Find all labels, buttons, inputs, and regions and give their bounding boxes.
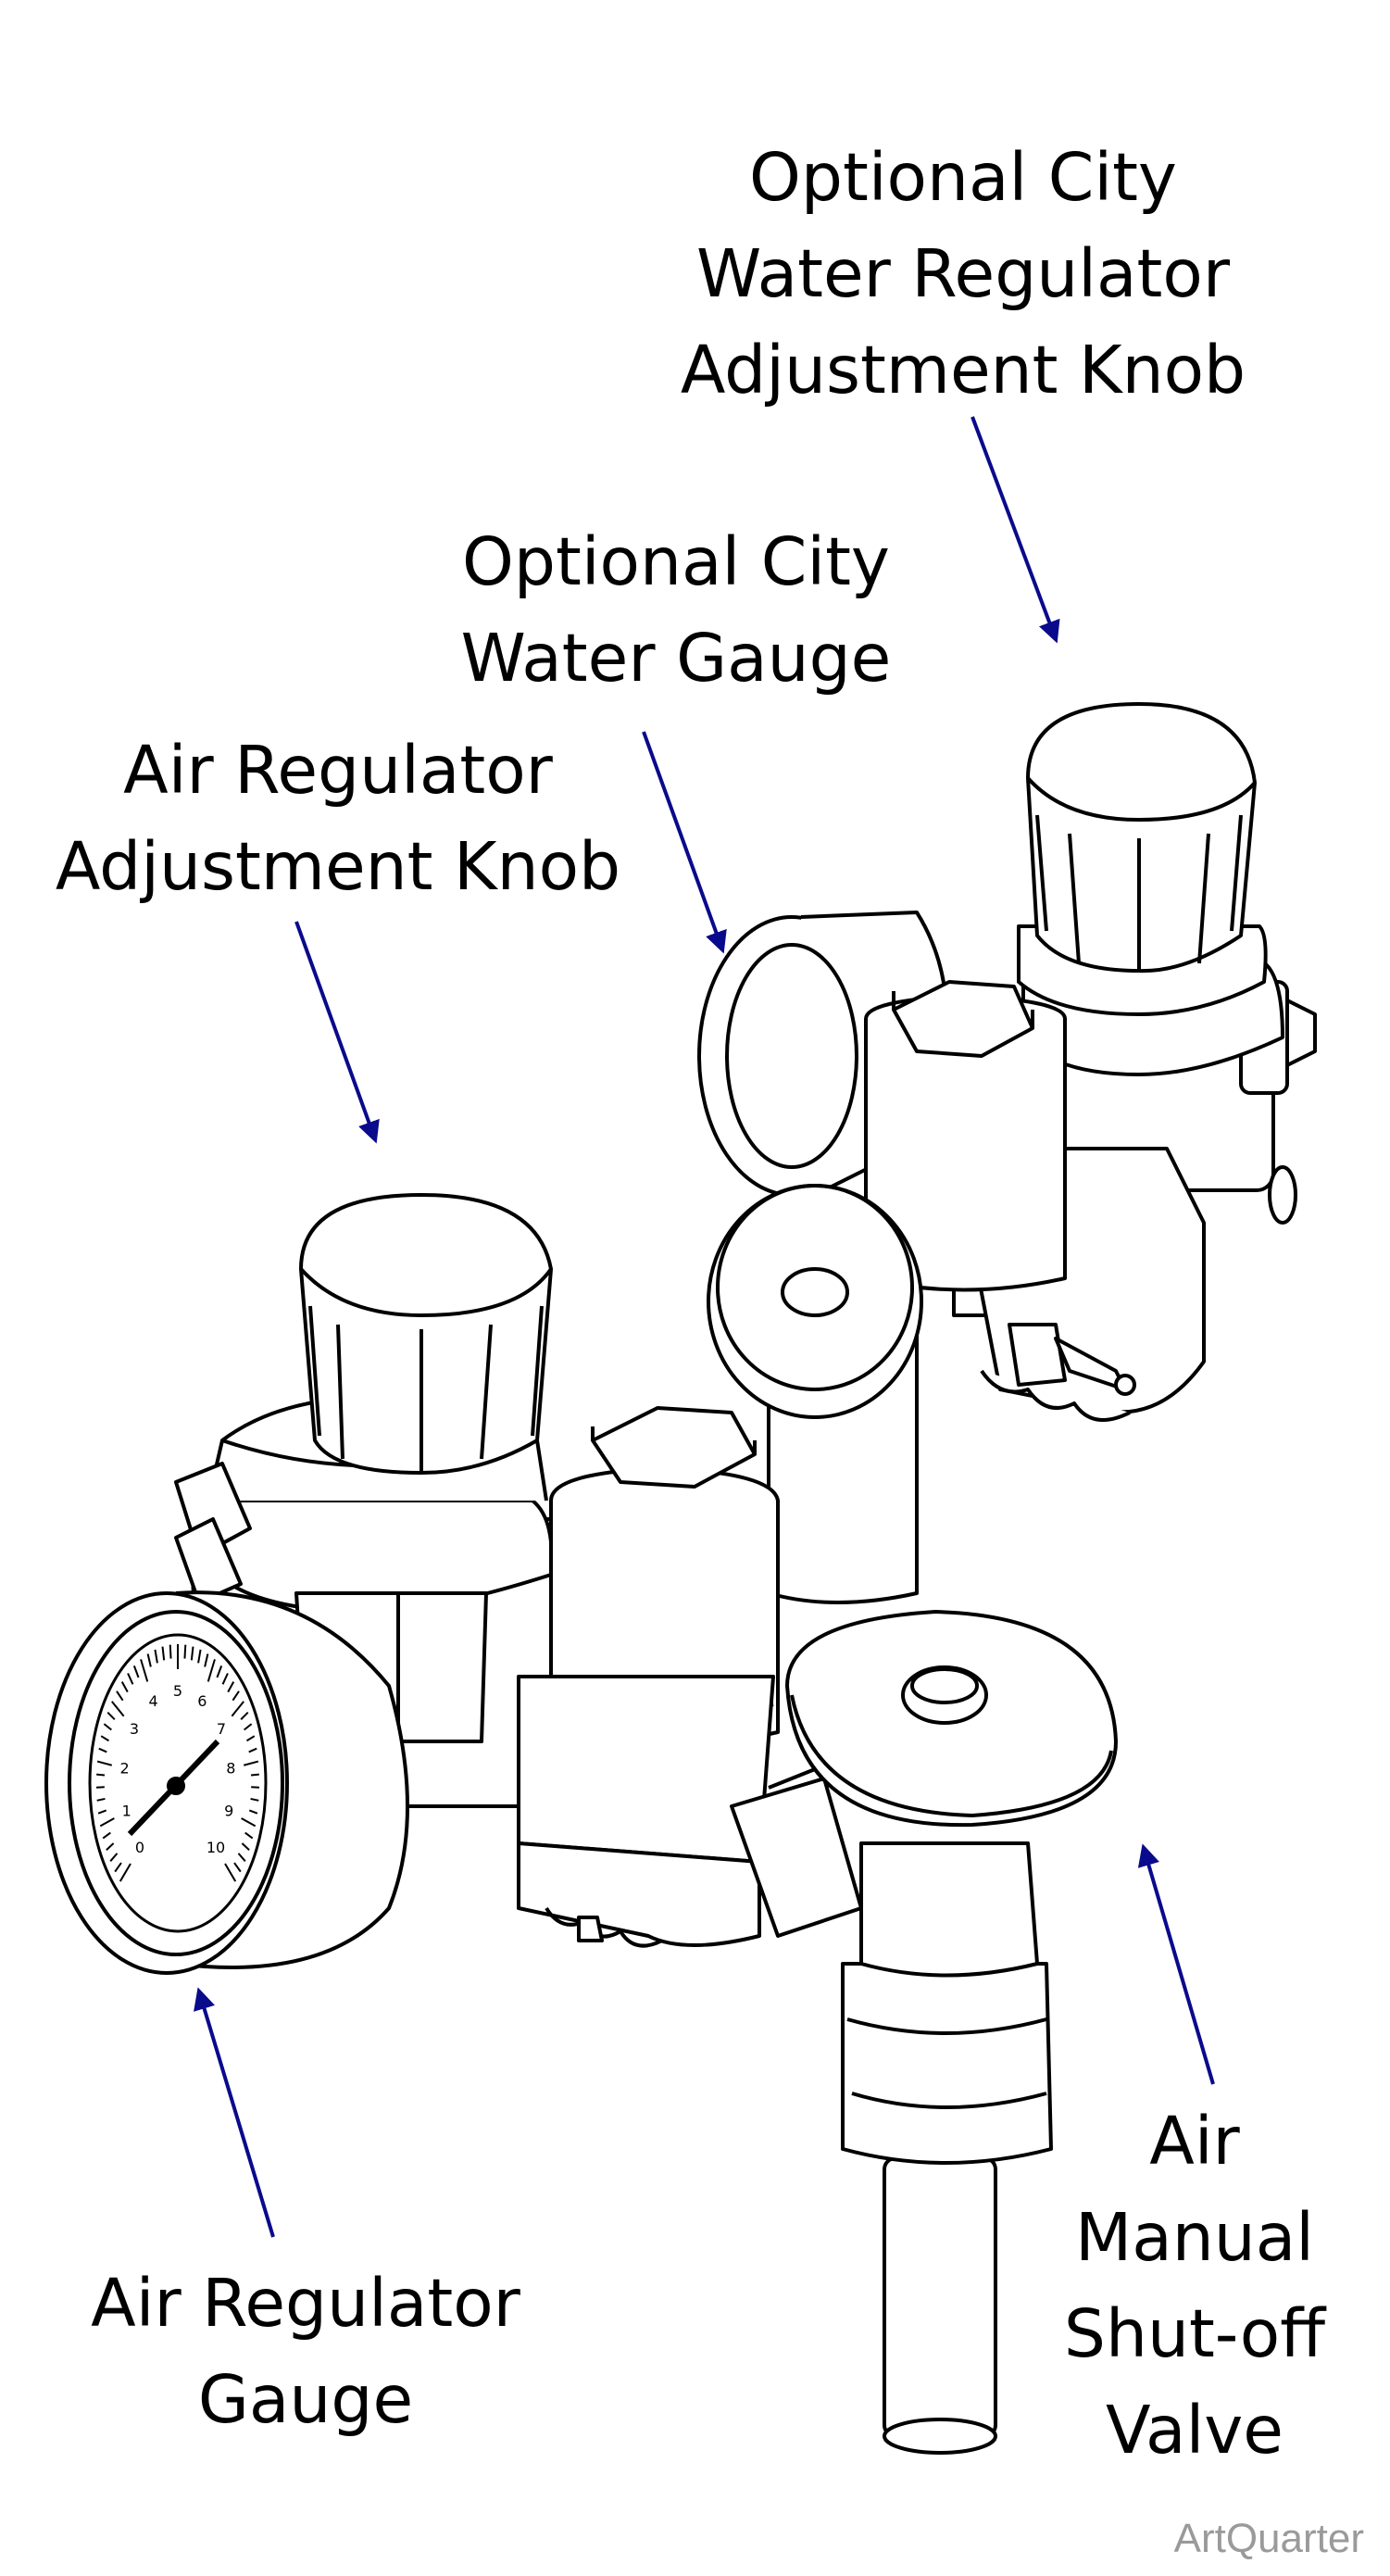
label-line: Air Regulator [19, 723, 657, 819]
gauge-tick-label: 0 [135, 1839, 144, 1856]
label-line: Gauge [37, 2352, 574, 2448]
label-line: Optional City [417, 514, 935, 610]
arrow-city-water-knob [972, 417, 1056, 639]
gauge-tick-label: 10 [207, 1839, 225, 1856]
watermark: ArtQuarter [1174, 2516, 1364, 2562]
label-line: Water Regulator [630, 226, 1296, 322]
arrow-air-regulator-gauge [199, 1992, 273, 2237]
gauge-tick-label: 5 [173, 1682, 182, 1700]
gauge-tick-label: 3 [130, 1720, 139, 1738]
label-line: Valve [1009, 2382, 1380, 2479]
label-air-regulator-gauge: Air Regulator Gauge [37, 2256, 574, 2448]
gauge-tick-label: 9 [224, 1803, 233, 1820]
arrow-air-shutoff-valve [1144, 1848, 1213, 2084]
gauge-tick [251, 1775, 259, 1776]
gauge-tick [184, 1645, 185, 1659]
label-line: Adjustment Knob [19, 819, 657, 915]
gauge-tick-label: 7 [217, 1720, 226, 1738]
label-line: Manual [1009, 2190, 1380, 2286]
gauge-tick-label: 2 [120, 1760, 130, 1778]
gauge-tick-label: 6 [197, 1692, 207, 1710]
label-air-shutoff-valve: Air Manual Shut-off Valve [1009, 2093, 1380, 2479]
label-air-regulator-knob: Air Regulator Adjustment Knob [19, 723, 657, 915]
gauge-tick-label: 1 [122, 1803, 131, 1820]
label-city-water-knob: Optional City Water Regulator Adjustment… [630, 130, 1296, 419]
label-city-water-gauge: Optional City Water Gauge [417, 514, 935, 707]
gauge-tick-label: 8 [226, 1760, 235, 1778]
arrow-air-regulator-knob [296, 922, 375, 1139]
label-line: Adjustment Knob [630, 322, 1296, 419]
gauge-tick [170, 1645, 171, 1659]
gauge-tick [96, 1775, 105, 1776]
label-line: Air [1009, 2093, 1380, 2190]
air-regulator-knob[interactable] [301, 1195, 551, 1473]
label-line: Optional City [630, 130, 1296, 226]
gauge-tick-label: 4 [149, 1692, 158, 1710]
label-line: Shut-off [1009, 2286, 1380, 2382]
label-line: Air Regulator [37, 2256, 574, 2352]
label-line: Water Gauge [417, 610, 935, 707]
